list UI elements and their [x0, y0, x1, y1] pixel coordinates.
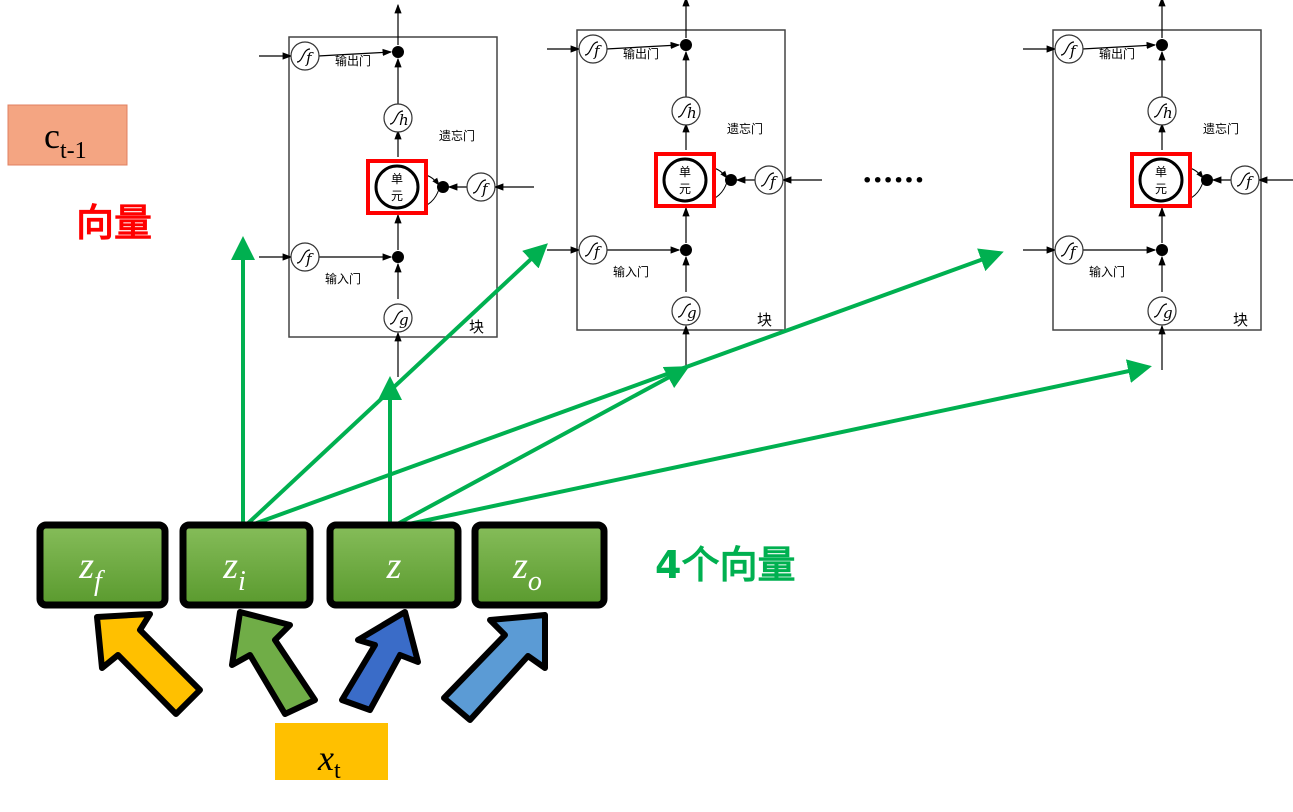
gate-vector-box-3: z	[326, 521, 462, 609]
multiply-dot	[1156, 244, 1168, 256]
h-activation-icon	[383, 103, 413, 133]
memory-cell	[662, 157, 708, 203]
green-connections	[231, 236, 1152, 530]
output-gate-label: 输出门	[623, 46, 659, 61]
forget-gate-sigmoid-icon	[466, 172, 496, 202]
svg-text:zo: zo	[512, 545, 542, 597]
arrow-yellow	[94, 611, 203, 717]
input-gate-label: 输入门	[613, 264, 649, 279]
arrow-lightblue	[441, 612, 548, 723]
multiply-dot	[680, 39, 692, 51]
forget-gate-label: 遗忘门	[439, 128, 475, 143]
g-activation-icon	[383, 303, 413, 333]
ellipsis: ······	[862, 163, 925, 198]
multiply-dot	[437, 181, 449, 193]
svg-text:xt: xt	[317, 738, 341, 784]
output-gate-sigmoid-icon	[290, 41, 320, 71]
z-to-block2-arrow	[389, 366, 690, 530]
gate-vector-box-2: zi	[179, 521, 314, 609]
block-label: 块	[1233, 311, 1248, 329]
cell-prev-box: ct-1	[7, 104, 128, 166]
flow-arrow	[605, 41, 681, 50]
multiply-dot	[725, 174, 737, 186]
svg-text:f: f	[1069, 243, 1078, 261]
svg-text:元: 元	[391, 189, 403, 203]
svg-text:f: f	[305, 250, 314, 268]
svg-text:z: z	[386, 545, 402, 587]
h-activation-icon	[1147, 96, 1177, 126]
svg-text:f: f	[481, 180, 490, 198]
multiply-dot	[680, 244, 692, 256]
z-to-block3-arrow	[389, 359, 1152, 530]
input-gate-label: 输入门	[325, 271, 361, 286]
input-gate-sigmoid-icon	[578, 235, 608, 265]
svg-text:元: 元	[1155, 182, 1167, 196]
multiply-dot	[1156, 39, 1168, 51]
fat-arrows	[94, 609, 548, 723]
forget-gate-sigmoid-icon	[1230, 165, 1260, 195]
g-activation-icon	[1147, 296, 1177, 326]
forget-gate-sigmoid-icon	[754, 165, 784, 195]
output-gate-sigmoid-icon	[578, 34, 608, 64]
multiply-dot	[1201, 174, 1213, 186]
svg-text:f: f	[1069, 42, 1078, 60]
svg-text:zf: zf	[78, 545, 105, 597]
svg-text:元: 元	[679, 182, 691, 196]
svg-text:单: 单	[391, 172, 403, 186]
arrow-green	[229, 609, 318, 717]
gate-vector-box-1: zf	[36, 521, 169, 609]
svg-text:h: h	[1163, 104, 1173, 122]
svg-text:ct-1: ct-1	[44, 116, 87, 164]
forget-gate-label: 遗忘门	[727, 121, 763, 136]
vector-label: 向量	[76, 201, 152, 245]
flow-arrow	[1081, 41, 1157, 50]
svg-text:h: h	[687, 104, 697, 122]
svg-text:h: h	[399, 111, 409, 129]
h-activation-icon	[671, 96, 701, 126]
g-activation-icon	[671, 296, 701, 326]
input-gate-sigmoid-icon	[290, 242, 320, 272]
four-vectors-label: 4个向量	[655, 543, 795, 587]
svg-text:f: f	[1245, 173, 1254, 191]
output-gate-label: 输出门	[335, 53, 371, 68]
block-label: 块	[757, 311, 772, 329]
svg-text:f: f	[769, 173, 778, 191]
multiply-dot	[392, 46, 404, 58]
multiply-dot	[392, 251, 404, 263]
svg-text:单: 单	[1155, 165, 1167, 179]
svg-text:f: f	[593, 42, 602, 60]
forget-gate-label: 遗忘门	[1203, 121, 1239, 136]
output-gate-label: 输出门	[1099, 46, 1135, 61]
svg-text:g: g	[399, 311, 409, 329]
svg-text:zi: zi	[222, 545, 246, 597]
svg-text:f: f	[305, 49, 314, 67]
zi-to-block3-arrow	[242, 248, 1004, 530]
block-label: 块	[469, 318, 484, 336]
input-gate-label: 输入门	[1089, 264, 1125, 279]
gate-vector-box-4: zo	[471, 521, 608, 609]
svg-text:f: f	[593, 243, 602, 261]
arrow-blue	[339, 609, 421, 713]
flow-arrow	[317, 48, 393, 57]
memory-cell	[1138, 157, 1184, 203]
input-xt-box: xt	[275, 723, 388, 784]
svg-text:g: g	[687, 304, 697, 322]
svg-text:g: g	[1163, 304, 1173, 322]
input-gate-sigmoid-icon	[1054, 235, 1084, 265]
memory-cell	[374, 164, 420, 210]
output-gate-sigmoid-icon	[1054, 34, 1084, 64]
svg-text:单: 单	[679, 165, 691, 179]
